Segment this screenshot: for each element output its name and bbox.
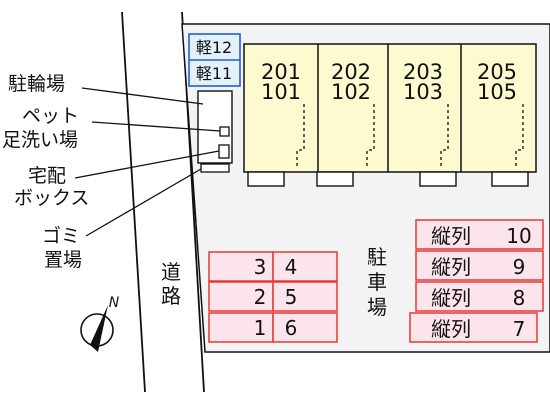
- callout-delivery-box: 宅配: [28, 165, 66, 187]
- unit-step: [247, 171, 285, 187]
- tandem-slot-number: 9: [513, 255, 526, 279]
- parking-slot: [272, 312, 338, 343]
- parking-slot-number: 1: [254, 316, 267, 340]
- building-outline: [243, 43, 537, 173]
- kei-parking-label: 軽12: [196, 38, 232, 57]
- tandem-parking-slot: [409, 312, 538, 343]
- unit-step: [491, 171, 529, 187]
- tandem-slot-number: 7: [513, 317, 526, 341]
- tandem-parking-slot: [415, 281, 544, 312]
- callout-delivery-box: ボックス: [14, 187, 89, 209]
- parking-slot-number: 6: [285, 316, 298, 340]
- unit-door: [366, 104, 375, 166]
- callout-pet-wash: ペット: [22, 105, 79, 127]
- unit-label-upper: 205: [477, 60, 517, 84]
- parking-slot: [208, 251, 274, 282]
- unit-door: [515, 104, 524, 166]
- tandem-parking-slot: [415, 250, 544, 281]
- delivery-box: [218, 144, 230, 159]
- tandem-slot-label: 縦列: [431, 224, 471, 248]
- north-compass: N: [80, 295, 120, 352]
- callout-bicycle-parking: 駐輪場: [8, 73, 65, 95]
- parking-slot-number: 4: [285, 255, 298, 279]
- parking-area-label: 駐: [367, 245, 387, 269]
- road-label: 路: [161, 284, 181, 308]
- unit-door: [296, 104, 305, 166]
- leader-line: [91, 121, 221, 132]
- tandem-slot-label: 縦列: [431, 255, 471, 279]
- callout-garbage: 置場: [44, 249, 82, 271]
- parking-slot-number: 5: [285, 285, 298, 309]
- unit-label-upper: 201: [261, 60, 301, 84]
- callout-garbage: ゴミ: [42, 225, 80, 247]
- parking-slot-number: 2: [254, 285, 267, 309]
- parking-block-left: 3 4 2 5 1 6: [208, 251, 338, 343]
- pet-foot-wash: [219, 126, 230, 137]
- unit-label-lower: 105: [477, 80, 517, 104]
- parking-block-right: 縦列 10 縦列 9 縦列 8 縦列 7: [409, 219, 544, 343]
- unit-step: [316, 171, 354, 187]
- compass-north-label: N: [109, 295, 120, 311]
- parking-area-label: 場: [367, 295, 387, 319]
- parking-slot-number: 3: [254, 255, 267, 279]
- unit-label-upper: 203: [403, 60, 443, 84]
- unit-step: [419, 171, 457, 187]
- garbage-area: [200, 163, 230, 173]
- unit-label-upper: 202: [331, 60, 371, 84]
- parking-area-label: 車: [367, 270, 387, 294]
- unit-label-lower: 101: [261, 80, 301, 104]
- parking-slot: [272, 281, 338, 312]
- callout-pet-wash: 足洗い場: [2, 129, 78, 151]
- leader-line: [74, 150, 220, 179]
- road-label: 道: [161, 260, 181, 284]
- parking-slot: [208, 281, 274, 312]
- leader-line: [81, 87, 204, 105]
- leader-line: [85, 168, 202, 237]
- tandem-slot-number: 8: [513, 286, 526, 310]
- compass-needle: [90, 305, 108, 352]
- road-edge-left: [121, 11, 146, 393]
- unit-door: [440, 104, 449, 166]
- tandem-slot-label: 縦列: [431, 286, 471, 310]
- unit-label-lower: 102: [331, 80, 371, 104]
- tandem-slot-number: 10: [506, 224, 531, 248]
- parking-slot: [272, 251, 338, 282]
- tandem-parking-slot: [415, 219, 544, 250]
- parking-slot: [208, 312, 274, 343]
- unit-label-lower: 103: [403, 80, 443, 104]
- tandem-slot-label: 縦列: [431, 317, 471, 341]
- kei-parking-label: 軽11: [196, 64, 232, 83]
